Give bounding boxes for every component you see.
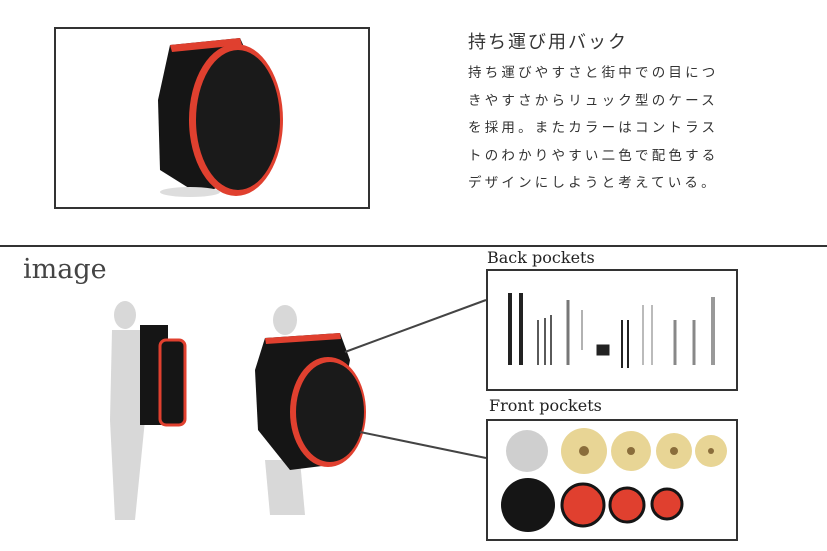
figure-side [110, 301, 187, 520]
callout-line-front [359, 431, 487, 459]
description-line: を採用。またカラーはコントラス [468, 120, 719, 137]
description-line: トのわかりやすい二色で配色する [468, 147, 719, 164]
description-line: デザインにしようと考えている。 [468, 175, 718, 192]
section-label: image [23, 254, 107, 285]
description-line: 持ち運びやすさと街中での目につ [468, 65, 719, 81]
back-pockets-label: Back pockets [487, 248, 595, 267]
back-pocket-items [508, 293, 715, 368]
front-pocket-items [501, 428, 727, 532]
back-pockets-frame [486, 269, 738, 391]
product-title: 持ち運び用バック [468, 32, 628, 53]
front-pockets-label: Front pockets [489, 396, 602, 415]
description-line: きやすさからリュック型のケース [468, 92, 718, 109]
section-divider [0, 245, 827, 247]
callout-line-back [344, 299, 487, 353]
product-description: 持ち運びやすさと街中での目につ きやすさからリュック型のケース を採用。またカラ… [468, 60, 719, 198]
backpack-render [158, 38, 283, 197]
figure-back [255, 305, 366, 515]
